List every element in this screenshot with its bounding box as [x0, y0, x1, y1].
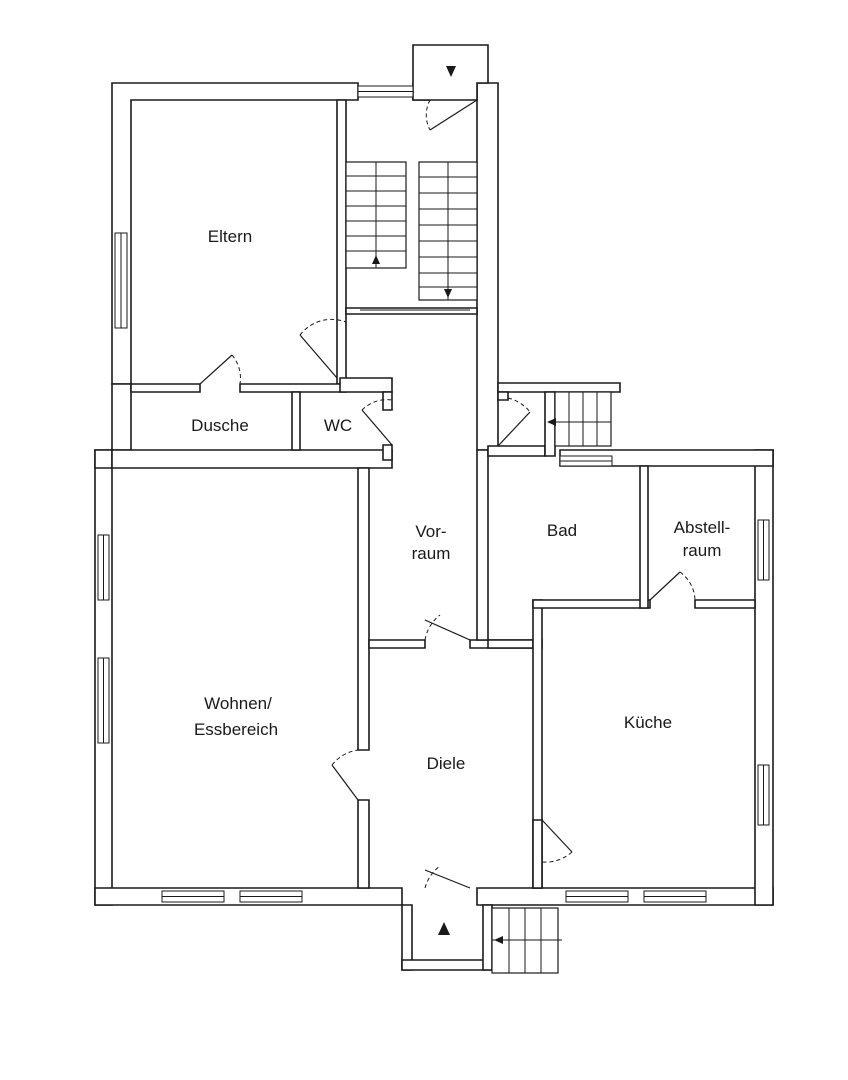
room-label-dusche: Dusche [191, 416, 249, 435]
room-label-vorraum-1: Vor- [415, 522, 446, 541]
windows [97, 85, 770, 903]
room-label-abstellraum-1: Abstell- [674, 518, 731, 537]
room-label-bad: Bad [547, 521, 577, 540]
stairs [345, 161, 612, 974]
room-label-abstellraum-2: raum [683, 541, 722, 560]
room-label-vorraum-2: raum [412, 544, 451, 563]
room-label-eltern: Eltern [208, 227, 252, 246]
room-label-wc: WC [324, 416, 352, 435]
room-label-wohnen-1: Wohnen/ [204, 694, 272, 713]
room-label-kueche: Küche [624, 713, 672, 732]
room-label-diele: Diele [427, 754, 466, 773]
room-label-wohnen-2: Essbereich [194, 720, 278, 739]
doors [199, 66, 696, 935]
room-labels: Eltern Dusche WC Vor- raum Bad Abstell- … [191, 227, 730, 773]
